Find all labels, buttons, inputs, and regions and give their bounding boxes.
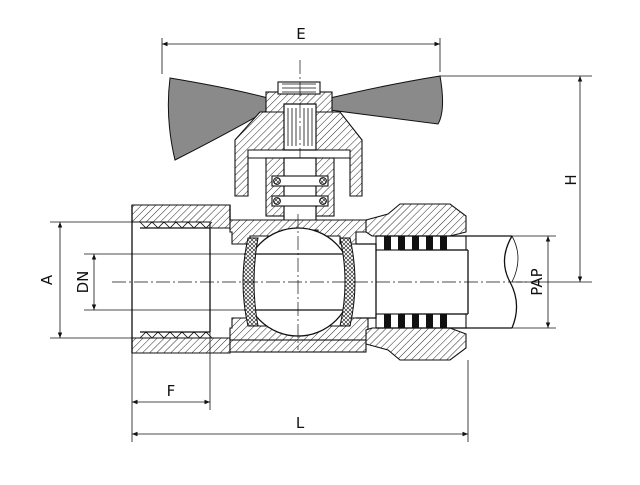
- dimension-l: L: [131, 360, 469, 442]
- compression-fitting: [356, 203, 467, 361]
- dimension-pap: PAP: [512, 235, 556, 329]
- dimension-e-label: E: [296, 25, 305, 43]
- dimension-h-label: H: [562, 174, 580, 185]
- handle-nut: [234, 60, 363, 197]
- dimension-pap-label: PAP: [528, 268, 546, 295]
- valve-body: [131, 204, 369, 354]
- fitting-teeth: [384, 236, 447, 328]
- butterfly-handle: [167, 75, 444, 161]
- dimension-f-label: F: [167, 382, 176, 400]
- dimension-a-label: A: [38, 274, 56, 285]
- dimension-dn-label: DN: [74, 271, 92, 294]
- dimension-dn: DN: [74, 253, 244, 311]
- dimension-e: E: [161, 25, 441, 74]
- dimension-f: F: [131, 332, 211, 410]
- pipe: [376, 235, 519, 329]
- dimension-l-label: L: [296, 414, 305, 432]
- dimension-a: A: [38, 221, 132, 339]
- dimension-h: H: [440, 75, 592, 283]
